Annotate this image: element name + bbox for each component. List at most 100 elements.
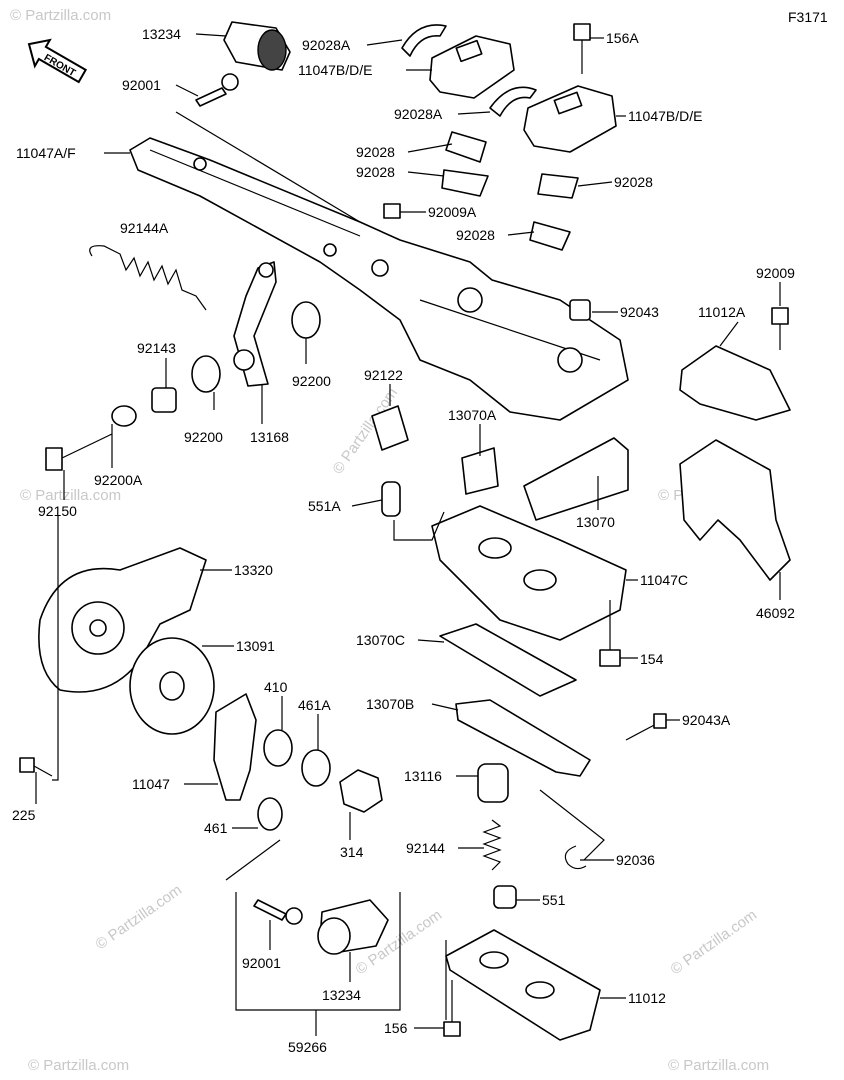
washer-92200-2 bbox=[191, 355, 221, 393]
link-11047 bbox=[213, 693, 257, 801]
spring-92144 bbox=[482, 819, 502, 871]
bolt-92043A bbox=[625, 713, 667, 741]
clip-92036 bbox=[564, 845, 587, 870]
part-label-13116: 13116 bbox=[404, 768, 442, 784]
bushing-13234-top bbox=[223, 21, 291, 71]
part-label-92028A: 92028A bbox=[394, 106, 443, 122]
part-labels: 13234 92028A 11047B/D/E 156A 92001 92028… bbox=[12, 26, 795, 1055]
part-label-92009: 92009 bbox=[756, 265, 795, 281]
washer-461A bbox=[301, 749, 331, 787]
part-label-13070A: 13070A bbox=[448, 407, 497, 423]
part-label-13070C: 13070C bbox=[356, 632, 405, 648]
watermark-text: © Partzilla.com bbox=[10, 7, 111, 24]
cap-11012A bbox=[679, 345, 791, 421]
plate-46092 bbox=[679, 439, 791, 581]
part-label-11012: 11012 bbox=[628, 990, 666, 1006]
bracket-11047BDE-1 bbox=[429, 35, 515, 99]
collar-92143 bbox=[151, 387, 177, 413]
part-label-92001: 92001 bbox=[242, 955, 281, 971]
diagram-code: F3171 bbox=[788, 9, 828, 25]
watermark-text: © Partzilla.com bbox=[93, 881, 186, 953]
washer-92200A bbox=[111, 405, 137, 427]
nut-314 bbox=[339, 769, 383, 813]
guide-13070 bbox=[523, 437, 629, 521]
bolt-156 bbox=[443, 980, 461, 1037]
part-label-92122: 92122 bbox=[364, 367, 403, 383]
part-label-11047AF: 11047A/F bbox=[16, 145, 76, 161]
part-label-92028A: 92028A bbox=[302, 37, 351, 53]
part-label-92036: 92036 bbox=[616, 852, 655, 868]
part-label-551: 551 bbox=[542, 892, 566, 908]
shell-92028-1 bbox=[445, 131, 487, 163]
part-label-92150: 92150 bbox=[38, 503, 77, 519]
bushing-13234-bottom bbox=[317, 899, 389, 955]
pin-551 bbox=[493, 885, 517, 909]
part-label-13091: 13091 bbox=[236, 638, 275, 654]
shell-92028A-2 bbox=[489, 86, 537, 117]
part-label-92200: 92200 bbox=[292, 373, 331, 389]
part-label-11047C: 11047C bbox=[640, 572, 688, 588]
part-label-156: 156 bbox=[384, 1020, 408, 1036]
part-label-11047BDE: 11047B/D/E bbox=[298, 62, 372, 78]
part-label-92001: 92001 bbox=[122, 77, 161, 93]
rubber-92122 bbox=[371, 405, 409, 451]
part-label-92144A: 92144A bbox=[120, 220, 169, 236]
lever-13168 bbox=[233, 261, 277, 387]
spring-92144A bbox=[89, 245, 207, 311]
part-label-314: 314 bbox=[340, 844, 364, 860]
leader-lines bbox=[35, 33, 781, 1036]
shell-92028-3 bbox=[537, 173, 579, 199]
part-label-225: 225 bbox=[12, 807, 36, 823]
part-label-551A: 551A bbox=[308, 498, 341, 514]
bolt-156A bbox=[573, 23, 591, 74]
shell-92028-4 bbox=[529, 221, 571, 251]
washer-92200-1 bbox=[291, 301, 321, 339]
bracket-11047BDE-2 bbox=[523, 85, 617, 153]
part-label-92028: 92028 bbox=[614, 174, 653, 190]
clip-13070A bbox=[461, 447, 499, 495]
pin-551A bbox=[381, 481, 401, 517]
watermark-text: © Partzilla.com bbox=[20, 487, 121, 504]
part-label-92144: 92144 bbox=[406, 840, 445, 856]
part-label-11012A: 11012A bbox=[698, 304, 746, 320]
bolt-154 bbox=[599, 600, 621, 667]
gasket-13070C bbox=[439, 623, 577, 697]
part-label-461: 461 bbox=[204, 820, 228, 836]
part-label-13234: 13234 bbox=[142, 26, 181, 42]
part-label-92143: 92143 bbox=[137, 340, 176, 356]
shell-92028-2 bbox=[441, 169, 489, 197]
part-label-13168: 13168 bbox=[250, 429, 289, 445]
part-label-156A: 156A bbox=[606, 30, 639, 46]
part-label-461A: 461A bbox=[298, 697, 331, 713]
part-label-59266: 59266 bbox=[288, 1039, 327, 1055]
part-label-410: 410 bbox=[264, 679, 288, 695]
bracket-11047C bbox=[431, 505, 627, 641]
base-11012 bbox=[445, 929, 601, 1041]
washer-461 bbox=[257, 797, 283, 831]
disc-13091 bbox=[129, 637, 215, 735]
nut-92043 bbox=[569, 299, 591, 321]
part-label-13234: 13234 bbox=[322, 987, 361, 1003]
bolt-92009 bbox=[771, 307, 789, 350]
part-label-92200A: 92200A bbox=[94, 472, 143, 488]
nut-92009A bbox=[383, 203, 401, 219]
part-label-11047: 11047 bbox=[132, 776, 170, 792]
part-label-92043: 92043 bbox=[620, 304, 659, 320]
part-label-92200: 92200 bbox=[184, 429, 223, 445]
shell-92028A-1 bbox=[401, 24, 447, 57]
part-label-154: 154 bbox=[640, 651, 664, 667]
part-label-46092: 46092 bbox=[756, 605, 795, 621]
screw-225 bbox=[19, 757, 53, 777]
front-arrow-icon: FRONT bbox=[27, 38, 88, 84]
cylinder-13116 bbox=[477, 763, 509, 803]
cover-13320 bbox=[38, 547, 207, 693]
watermark-text: © Partzilla.com bbox=[668, 906, 761, 978]
part-label-13320: 13320 bbox=[234, 562, 273, 578]
part-label-11047BDE: 11047B/D/E bbox=[628, 108, 702, 124]
arm-11047AF bbox=[129, 137, 629, 421]
washer-410 bbox=[263, 729, 293, 767]
watermark-text: © Partzilla.com bbox=[28, 1057, 129, 1074]
part-label-13070B: 13070B bbox=[366, 696, 414, 712]
part-label-92028: 92028 bbox=[356, 144, 395, 160]
